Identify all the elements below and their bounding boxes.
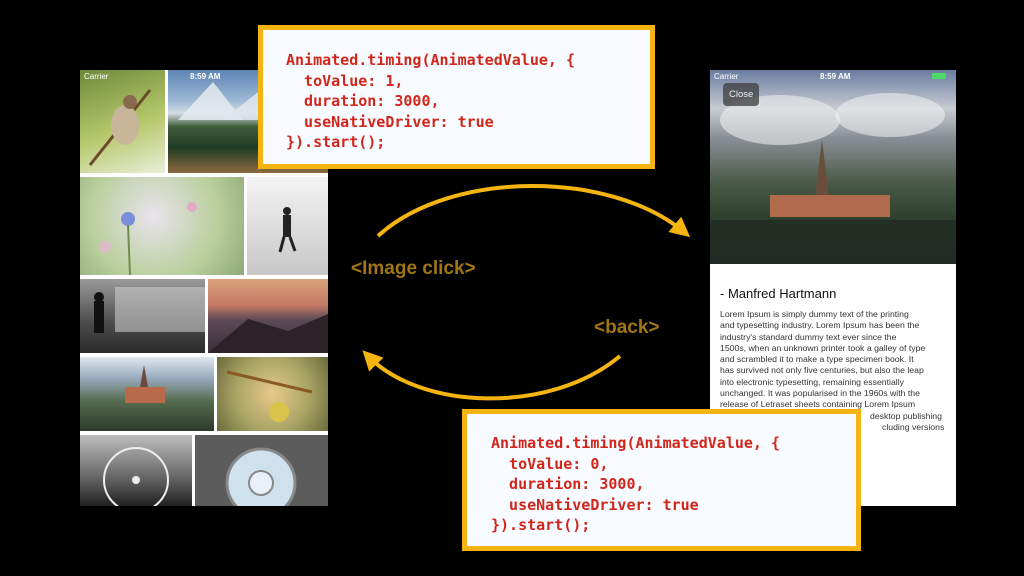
description-line: into electronic typesetting, remaining e…	[720, 376, 904, 387]
clock-label: 8:59 AM	[190, 71, 221, 81]
carrier-label: Carrier	[84, 71, 109, 81]
description-line: Lorem Ipsum is simply dummy text of the …	[720, 309, 909, 319]
status-bar: Carrier 8:59 AM	[710, 70, 956, 82]
status-bar: Carrier 8:59 AM	[80, 70, 328, 82]
code-line: toValue: 1,	[286, 71, 404, 90]
photo-tile[interactable]	[195, 435, 328, 506]
description-line: desktop publishing	[870, 410, 942, 421]
clock-label: 8:59 AM	[820, 71, 851, 81]
photo-detail-screen: Carrier 8:59 AM Close - Manfred Hartmann…	[710, 70, 956, 506]
forward-arrow	[376, 184, 691, 238]
image-click-label: <Image click>	[351, 258, 476, 279]
photo-tile[interactable]	[80, 435, 192, 506]
code-line: useNativeDriver: true	[491, 495, 699, 514]
photo-tile[interactable]	[247, 177, 328, 275]
photo-tile[interactable]	[80, 357, 214, 431]
photo-tile[interactable]	[80, 70, 165, 173]
code-line: duration: 3000,	[286, 92, 440, 110]
photo-description: Lorem Ipsum is simply dummy text of the …	[720, 309, 948, 445]
code-line: useNativeDriver: true	[286, 112, 494, 131]
code-line: }).start();	[286, 133, 386, 151]
description-line: 1500s, when an unknown printer took a ga…	[720, 342, 926, 353]
back-label: <back>	[594, 317, 660, 338]
photo-tile[interactable]	[80, 177, 244, 275]
code-line: Animated.timing(AnimatedValue, {	[491, 434, 780, 452]
description-line: and typesetting industry. Lorem Ipsum ha…	[720, 320, 920, 331]
description-line: industry's standard dummy text ever sinc…	[720, 331, 897, 342]
close-animation-code: Animated.timing(AnimatedValue, { toValue…	[462, 409, 861, 551]
code-line: toValue: 0,	[491, 454, 609, 473]
author-name: - Manfred Hartmann	[720, 286, 837, 301]
description-line: unchanged. It was popularised in the 196…	[720, 388, 920, 399]
close-button[interactable]: Close	[723, 83, 760, 106]
photo-tile[interactable]	[217, 357, 328, 431]
carrier-label: Carrier	[714, 71, 739, 81]
code-line: Animated.timing(AnimatedValue, {	[286, 51, 575, 69]
description-line: and scrambled it to make a type specimen…	[720, 354, 914, 365]
open-animation-code: Animated.timing(AnimatedValue, { toValue…	[258, 25, 655, 169]
description-line: release of Letraset sheets containing Lo…	[720, 399, 916, 410]
photo-tile[interactable]	[208, 279, 328, 353]
description-line: has survived not only five centuries, bu…	[720, 365, 924, 376]
battery-icon	[932, 73, 946, 79]
code-line: duration: 3000,	[491, 475, 645, 493]
photo-tile[interactable]	[80, 279, 205, 353]
code-line: }).start();	[491, 516, 591, 534]
back-arrow	[362, 350, 622, 401]
